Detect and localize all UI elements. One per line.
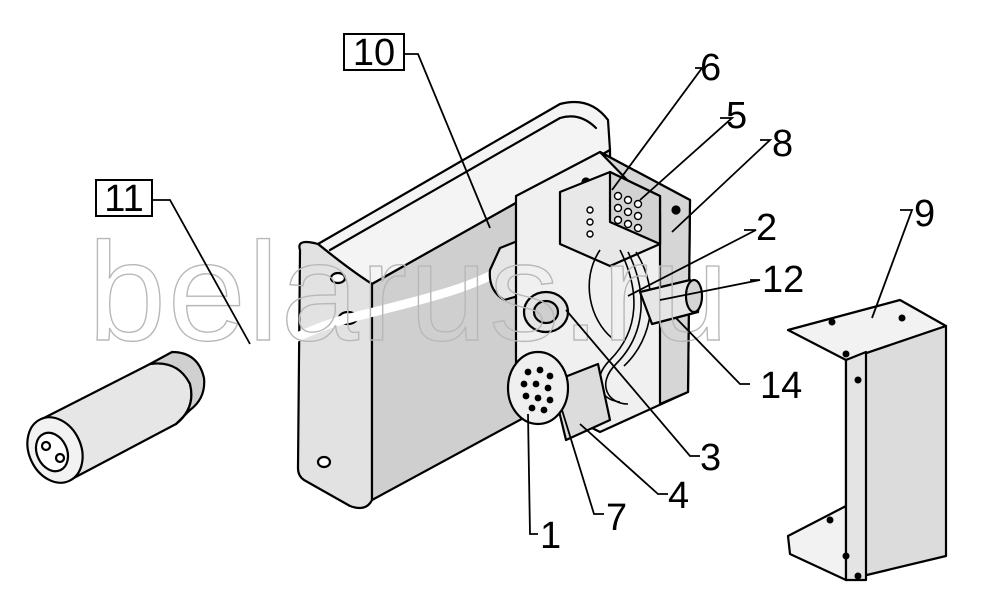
callout-label-8: 8 <box>772 123 793 165</box>
side-pin <box>638 278 704 326</box>
callout-label-4: 4 <box>668 475 689 517</box>
callout-label-10: 10 <box>353 32 395 74</box>
callout-label-11: 11 <box>104 178 143 220</box>
callout-label-3: 3 <box>700 437 721 479</box>
callout-11: 11 <box>95 178 153 220</box>
callout-label-12: 12 <box>762 259 804 301</box>
mounting-hole-icon <box>316 455 332 469</box>
watermark-text: belarus.ru <box>88 213 731 370</box>
round-connector <box>506 350 612 442</box>
callout-label-6: 6 <box>700 47 721 89</box>
u-bracket <box>786 298 948 582</box>
callout-label-5: 5 <box>726 95 747 137</box>
leader-lines <box>150 53 914 535</box>
callout-label-2: 2 <box>756 207 777 249</box>
mounting-hole-icon <box>329 271 347 285</box>
terminal-block <box>558 170 662 268</box>
callout-label-7: 7 <box>606 497 627 539</box>
callout-label-14: 14 <box>760 365 802 407</box>
callout-10: 10 <box>343 32 405 74</box>
callout-label-9: 9 <box>914 193 935 235</box>
callout-label-1: 1 <box>540 515 561 557</box>
small-connector <box>522 290 570 334</box>
cable-assembly <box>26 260 515 484</box>
